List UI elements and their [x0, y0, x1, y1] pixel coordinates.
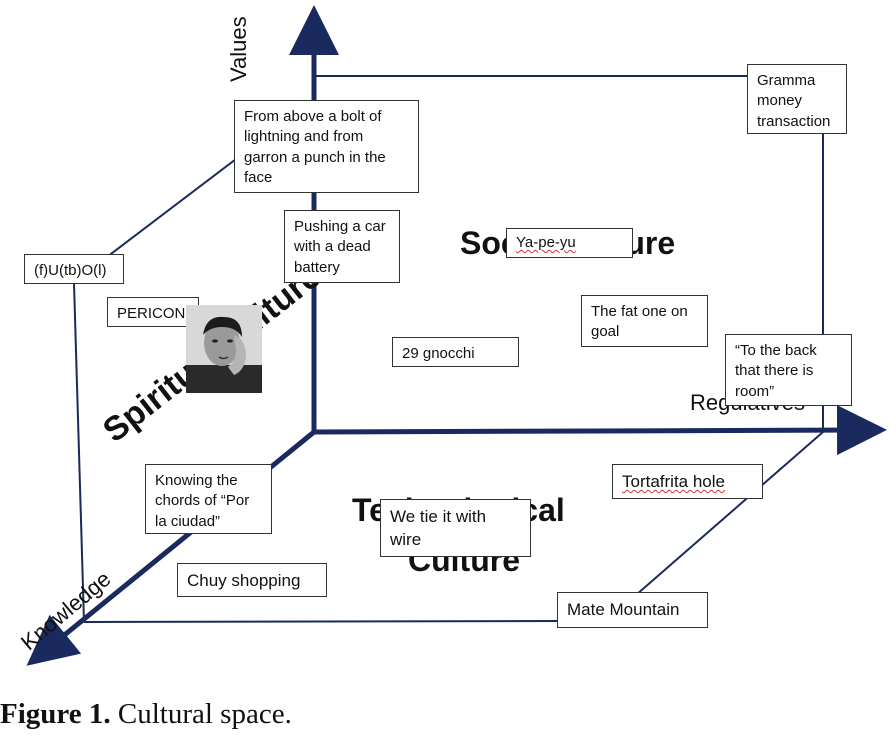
wire-text: We tie it with wire [390, 507, 487, 549]
figure-caption-text: Cultural space. [117, 698, 292, 730]
man-portrait-photo [186, 305, 262, 393]
gramma-money-text: Gramma money transaction [757, 72, 831, 130]
fat-one-box: The fat one on goal [581, 295, 708, 347]
futbol-text: (f)U(tb)O(l) [34, 262, 107, 279]
gnocchi-box: 29 gnocchi [392, 337, 519, 367]
regulatives-axis [313, 405, 887, 456]
values-axis-label: Values [226, 16, 251, 82]
pericon-text: PERICON [117, 305, 186, 322]
wire-box: We tie it with wire [380, 499, 531, 557]
gramma-money-box: Gramma money transaction [747, 64, 847, 134]
yapeyu-text: Ya-pe-yu [516, 234, 576, 251]
lightning-punch-text: From above a bolt of lightning and from … [244, 108, 386, 186]
tortafrita-text: Tortafrita hole [622, 472, 725, 491]
tortafrita-box: Tortafrita hole [612, 464, 763, 499]
chords-text: Knowing the chords of “Por la ciudad” [155, 472, 250, 530]
gnocchi-text: 29 gnocchi [402, 345, 475, 362]
to-the-back-box: “To the back that there is room” [725, 334, 852, 406]
chords-box: Knowing the chords of “Por la ciudad” [145, 464, 272, 534]
portrait-illustration [186, 305, 262, 393]
chuy-text: Chuy shopping [187, 571, 301, 590]
mate-text: Mate Mountain [567, 600, 680, 619]
figure-caption-label: Figure 1. [0, 698, 111, 730]
to-the-back-text: “To the back that there is room” [735, 342, 817, 400]
pushing-car-box: Pushing a car with a dead battery [284, 210, 400, 283]
mate-box: Mate Mountain [557, 592, 708, 628]
lightning-punch-box: From above a bolt of lightning and from … [234, 100, 419, 193]
figure-caption: Figure 1. Cultural space. [0, 698, 292, 731]
fat-one-text: The fat one on goal [591, 303, 688, 341]
pushing-car-text: Pushing a car with a dead battery [294, 218, 386, 276]
chuy-box: Chuy shopping [177, 563, 327, 597]
futbol-box: (f)U(tb)O(l) [24, 254, 124, 284]
yapeyu-box: Ya-pe-yu [506, 228, 633, 258]
